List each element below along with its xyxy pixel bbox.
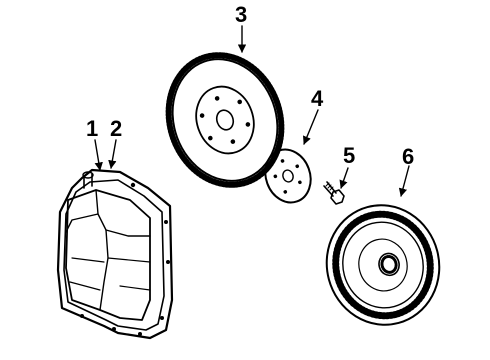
torque-converter [325, 204, 441, 326]
converter-bolt [323, 181, 345, 205]
callout-3: 3 [235, 2, 247, 27]
callout-4: 4 [311, 86, 324, 111]
flexplate [165, 52, 285, 188]
leader-5 [339, 167, 349, 189]
callout-6: 6 [402, 144, 414, 169]
callout-2: 2 [110, 116, 122, 141]
callout-1: 1 [86, 116, 98, 141]
leader-lines [94, 25, 410, 197]
leader-1 [94, 139, 103, 171]
flexplate-spacer [264, 148, 312, 204]
callout-5: 5 [343, 143, 355, 168]
callout-labels: 1 2 3 4 5 6 [86, 2, 414, 169]
leader-2 [108, 139, 117, 169]
leader-4 [302, 109, 319, 145]
leader-6 [398, 165, 410, 197]
transmission-oil-pan [56, 168, 174, 340]
